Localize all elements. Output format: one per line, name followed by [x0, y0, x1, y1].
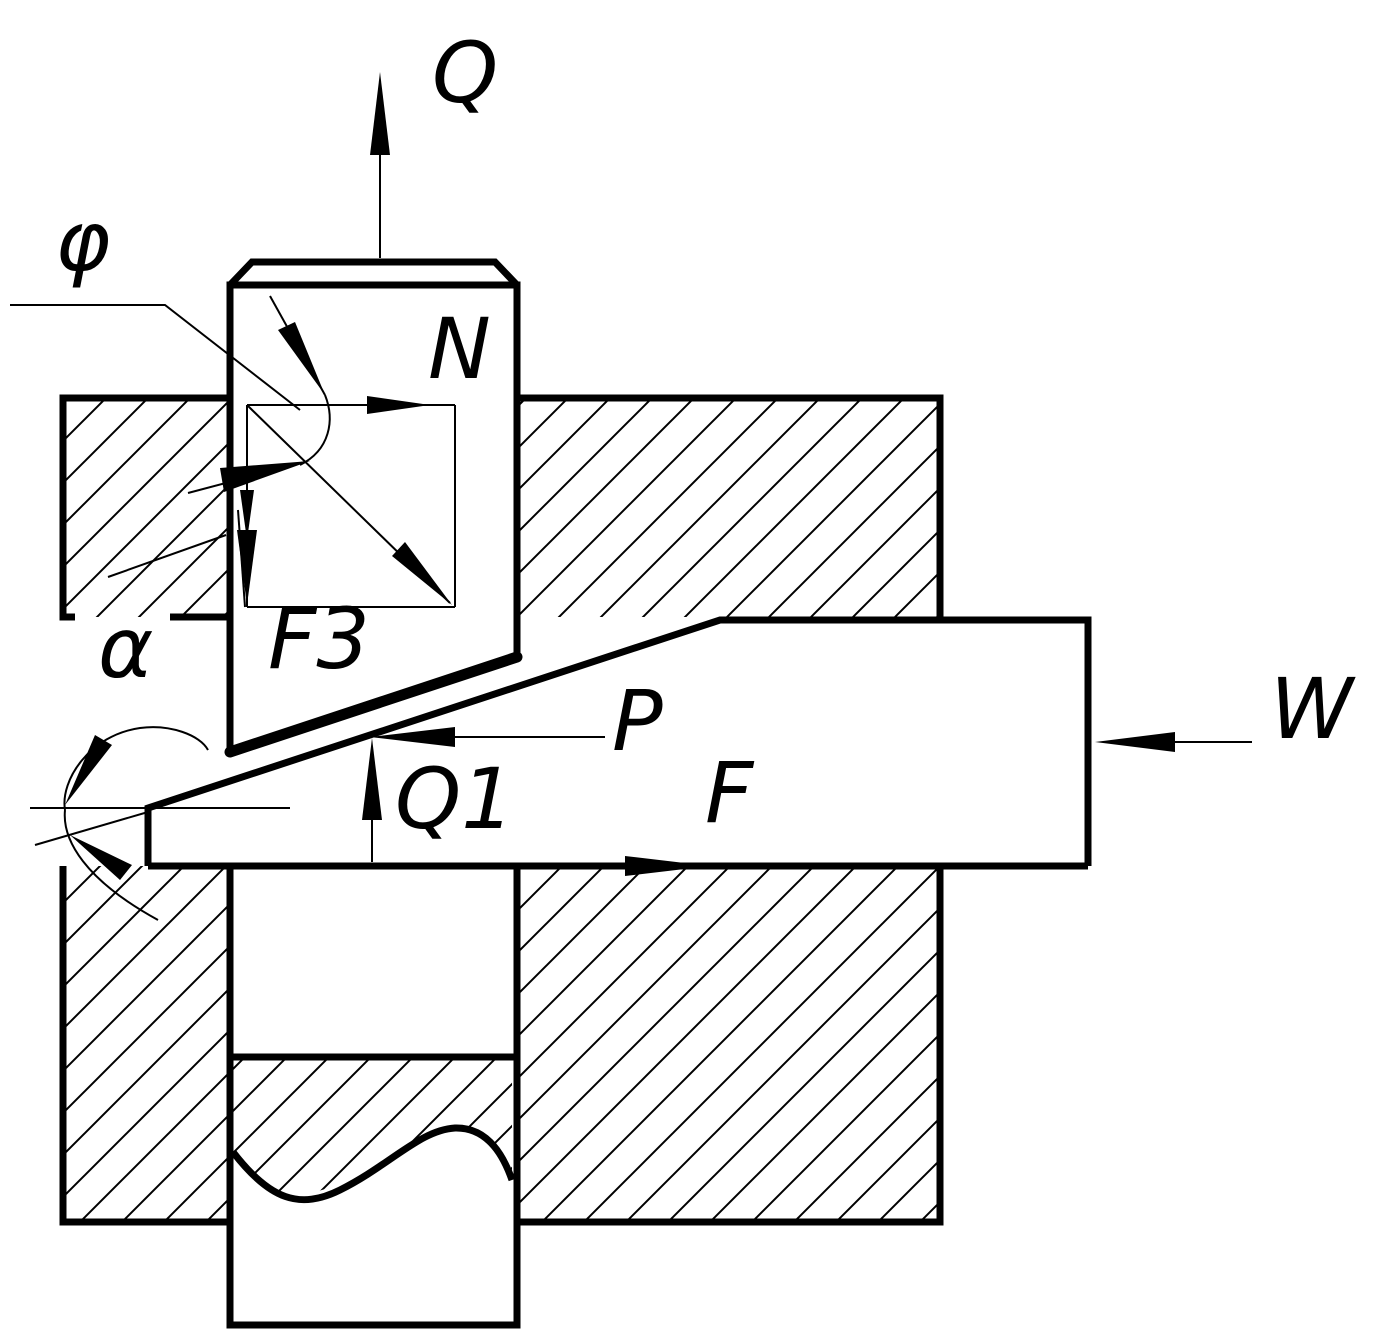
lower-plunger — [226, 866, 521, 1329]
n-vertical-arrowhead — [240, 490, 254, 540]
label-q1: Q1 — [395, 750, 515, 848]
label-phi: φ — [55, 192, 110, 290]
w-arrowhead — [1095, 732, 1175, 752]
reaction-arrowhead — [220, 461, 310, 492]
label-q: Q — [432, 24, 498, 122]
label-f3: F3 — [268, 590, 370, 688]
force-vectors — [187, 72, 1252, 876]
alpha-arrowhead-top — [65, 735, 112, 805]
q-arrowhead — [370, 72, 390, 155]
n-arrowhead — [278, 322, 325, 395]
p-arrowhead — [370, 727, 455, 747]
wedge — [144, 616, 1092, 866]
label-w: W — [1270, 660, 1356, 758]
q1-arrowhead — [362, 738, 382, 820]
housing-bottom-right — [515, 866, 940, 1222]
angle-annotations — [10, 304, 331, 921]
label-f: F — [705, 744, 755, 842]
plunger-inclined-face — [224, 651, 523, 758]
housing-body — [59, 394, 1088, 1226]
plunger-hatch-region — [233, 1060, 512, 1194]
alpha-arrowhead-bottom — [70, 835, 132, 880]
label-n: N — [428, 300, 491, 398]
label-p: P — [612, 672, 663, 770]
friction-arrowhead-down — [237, 530, 257, 605]
housing-top-left — [63, 400, 230, 617]
upper-plunger — [224, 258, 523, 758]
resultant-arrowhead — [392, 542, 452, 605]
label-alpha: α — [98, 599, 153, 697]
housing-top-right — [515, 400, 940, 617]
f-arrowhead — [625, 856, 710, 876]
labels: Q φ N α F3 P W Q1 F — [55, 24, 1356, 848]
n-horizontal-arrowhead — [367, 396, 430, 414]
housing-bottom-left — [63, 866, 230, 1222]
